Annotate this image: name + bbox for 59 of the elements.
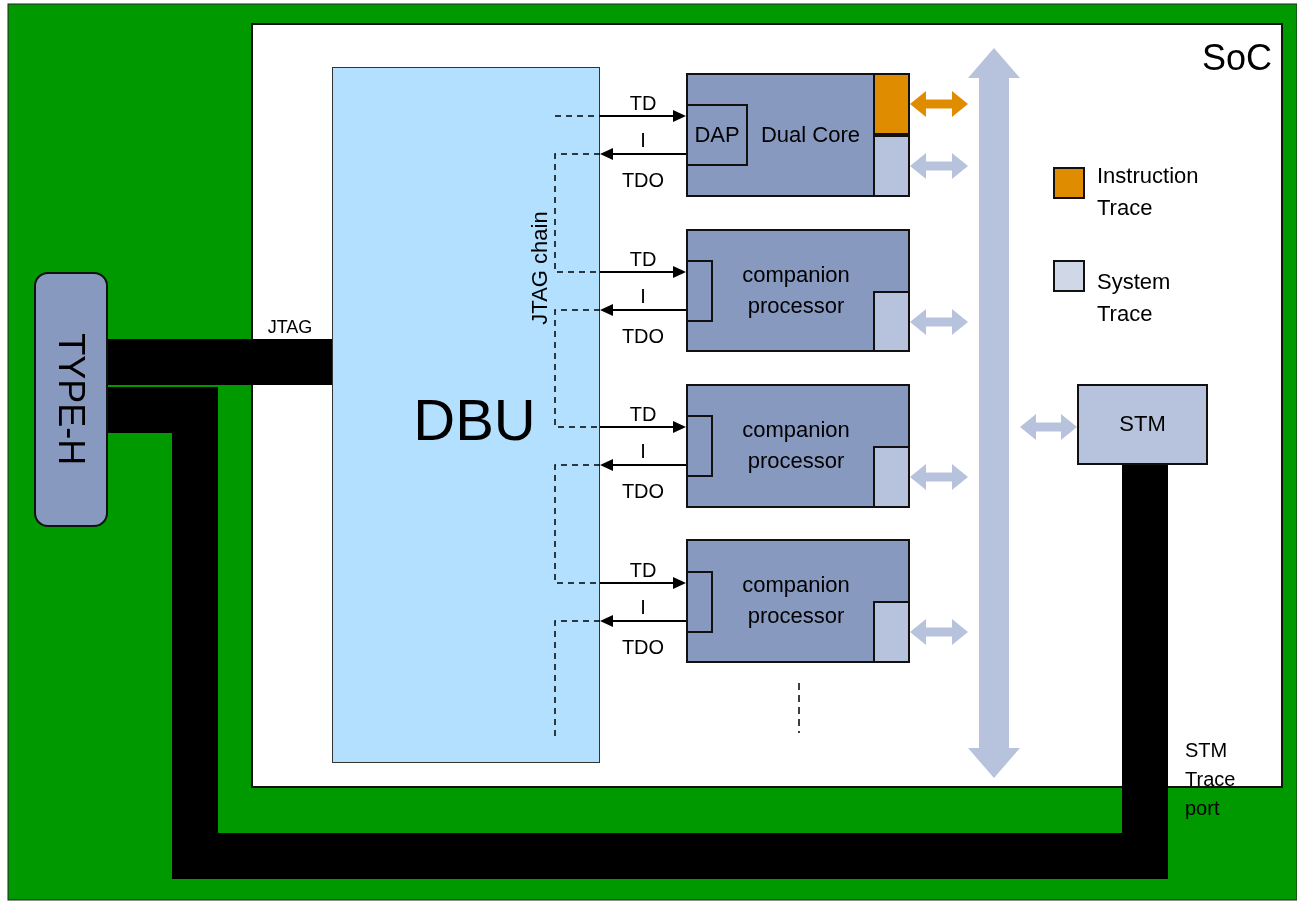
block-title: DAP bbox=[694, 120, 740, 149]
signal-arrow bbox=[599, 110, 686, 122]
block-title: companion processor bbox=[741, 416, 851, 475]
block-title: companion processor bbox=[741, 260, 851, 320]
edge-label: TDO bbox=[621, 169, 665, 191]
cable bbox=[108, 387, 1168, 879]
block-title: STM bbox=[1119, 410, 1166, 439]
trace-arrow bbox=[910, 619, 968, 645]
debug-port-block bbox=[686, 104, 748, 166]
edge-label: TDO bbox=[621, 325, 665, 347]
processor-block bbox=[686, 384, 910, 508]
processor-block bbox=[686, 73, 910, 197]
debug-port-block bbox=[686, 260, 713, 322]
block-title: DBU bbox=[413, 385, 536, 454]
block-title: SoC bbox=[1201, 36, 1272, 80]
signal-label: I bbox=[640, 440, 646, 462]
block-title: companion processor bbox=[741, 571, 851, 630]
debug-port-block bbox=[686, 415, 713, 477]
processor-block bbox=[686, 539, 910, 663]
signal-arrow bbox=[600, 304, 687, 316]
trace-arrow bbox=[910, 153, 968, 179]
signal-arrow bbox=[599, 421, 686, 433]
debug-port-block bbox=[686, 571, 713, 633]
connector-block bbox=[34, 272, 108, 527]
trace-block bbox=[873, 601, 910, 663]
signal-label: I bbox=[640, 285, 646, 307]
signal-arrow bbox=[600, 615, 687, 627]
edge-label: TD bbox=[629, 403, 657, 425]
edge-label: JTAG bbox=[267, 318, 313, 338]
edge-label: TDO bbox=[621, 636, 665, 658]
trace-block bbox=[873, 446, 910, 508]
edge-label: STM Trace port bbox=[1185, 738, 1237, 821]
trace-block bbox=[873, 135, 910, 197]
edge-label: TD bbox=[629, 248, 657, 270]
trace-arrow bbox=[1020, 414, 1077, 440]
trace-arrow bbox=[910, 464, 968, 490]
trace-arrow bbox=[910, 91, 968, 117]
block-title: Dual Core bbox=[760, 120, 860, 149]
block-title: TYPE-H bbox=[50, 333, 94, 466]
cable bbox=[108, 339, 332, 385]
signal-arrow bbox=[599, 266, 686, 278]
signal-label: I bbox=[640, 596, 646, 618]
trace-block bbox=[873, 291, 910, 352]
trace-arrow bbox=[910, 309, 968, 335]
legend-label: System Trace bbox=[1097, 268, 1172, 328]
signal-arrow bbox=[599, 577, 686, 589]
trace-macrocell-block bbox=[1077, 384, 1208, 465]
legend-label: Instruction Trace bbox=[1097, 162, 1200, 222]
signal-arrow bbox=[600, 459, 687, 471]
edge-label: TDO bbox=[621, 480, 665, 502]
signal-arrow bbox=[600, 148, 687, 160]
edge-label: TD bbox=[629, 559, 657, 581]
edge-label: TD bbox=[629, 92, 657, 114]
signal-label: I bbox=[640, 129, 646, 151]
bus-arrow bbox=[968, 48, 1020, 778]
chain-label: JTAG chain bbox=[527, 211, 553, 325]
processor-block bbox=[686, 229, 910, 352]
debug-unit-block bbox=[332, 67, 600, 763]
trace-block bbox=[873, 73, 910, 135]
